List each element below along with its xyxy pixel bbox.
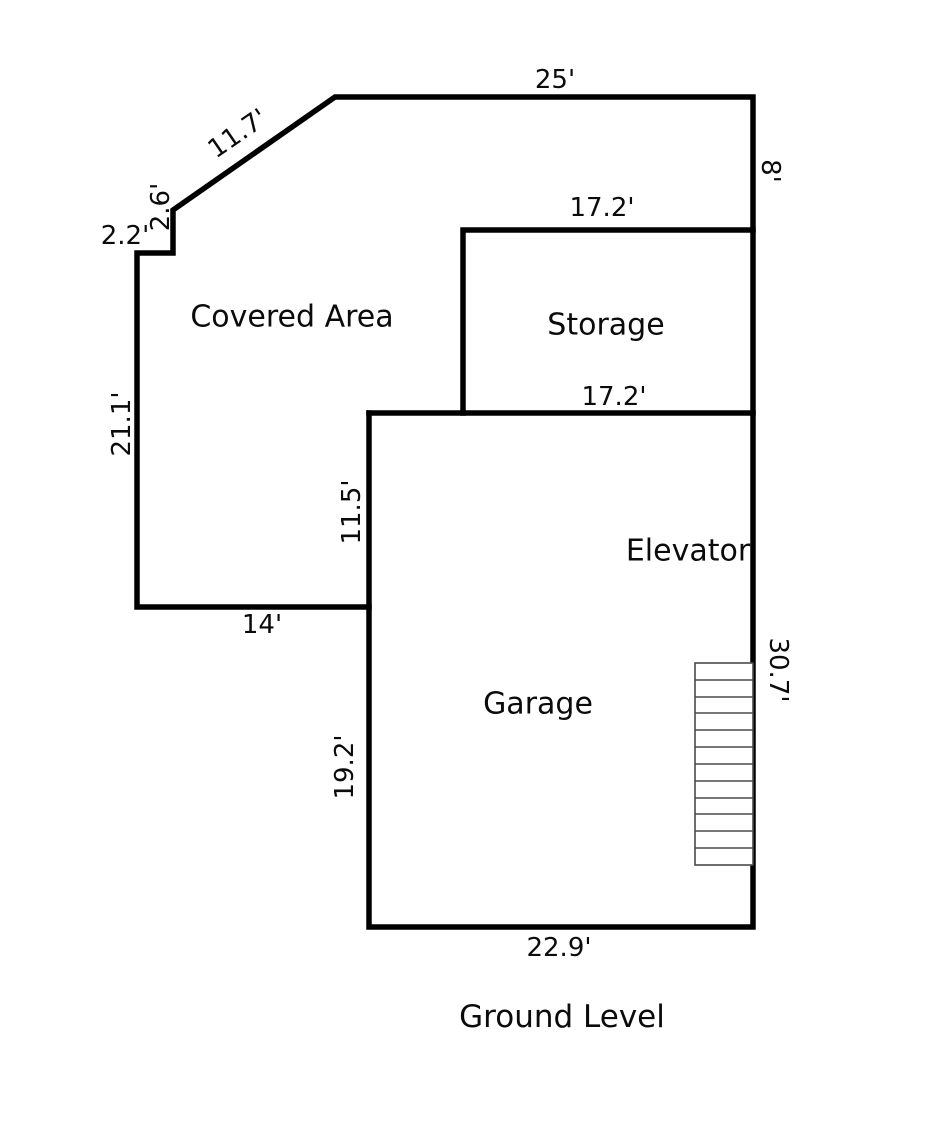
room-label-covered-area: Covered Area xyxy=(190,300,393,335)
room-label-storage: Storage xyxy=(547,308,664,343)
dimension-right-wall-upper: 8' xyxy=(755,159,785,183)
dimension-top-wall: 25' xyxy=(535,65,575,95)
dimension-storage-top: 17.2' xyxy=(569,193,634,223)
dimension-covered-area-right: 11.5' xyxy=(337,479,367,544)
dimension-garage-right: 30.7' xyxy=(763,637,793,702)
dimension-garage-left: 19.2' xyxy=(330,734,360,799)
storage-left-and-top-wall xyxy=(460,227,756,416)
dimension-diagonal-wall: 11.7' xyxy=(203,103,274,165)
dimension-left-wall: 21.1' xyxy=(107,391,137,456)
room-label-garage: Garage xyxy=(483,687,593,722)
dimension-covered-area-bottom: 14' xyxy=(242,610,282,640)
dimension-notch-vertical: 2.6' xyxy=(146,183,176,232)
floor-title: Ground Level xyxy=(459,999,665,1035)
dimension-notch-horizontal: 2.2' xyxy=(101,221,150,251)
dimension-garage-bottom: 22.9' xyxy=(526,933,591,963)
outer-wall-outline xyxy=(134,94,756,930)
room-label-elevator: Elevator xyxy=(626,534,751,569)
staircase xyxy=(694,662,754,866)
dimension-storage-bottom: 17.2' xyxy=(581,382,646,412)
